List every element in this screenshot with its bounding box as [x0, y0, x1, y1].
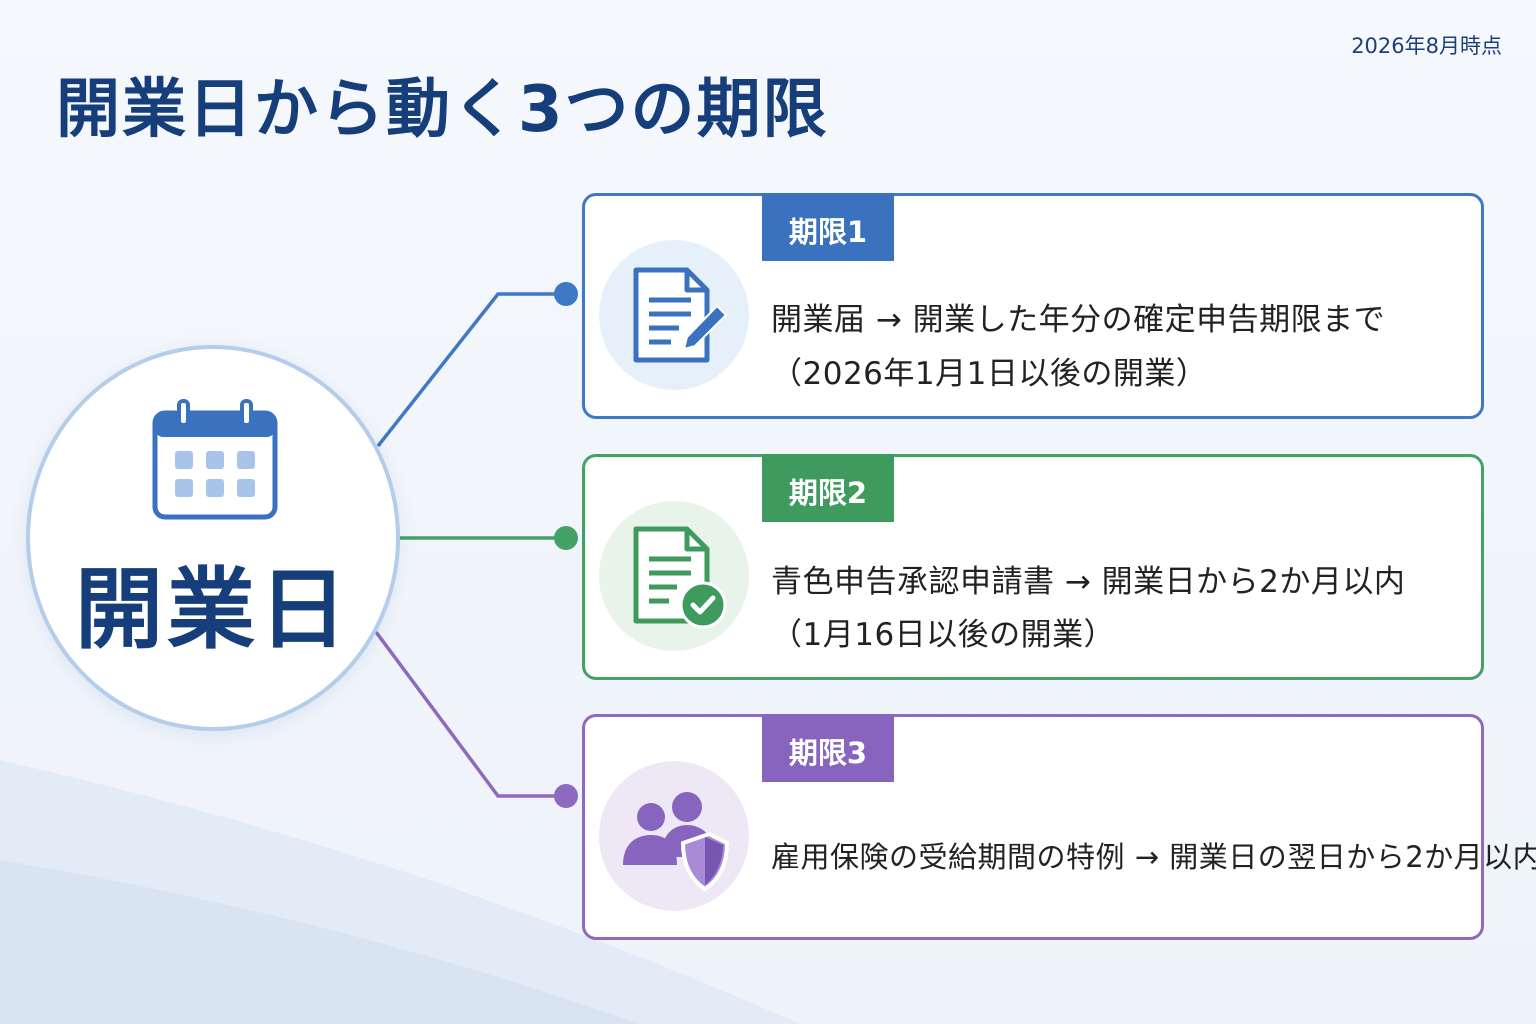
deadline-card-1: 期限1 開業届 → 開業した年分の確定申告期限まで （2026年1月1日以後の開… [582, 193, 1484, 419]
deadline-text-3: 雇用保険の受給期間の特例 → 開業日の翌日から2か月以内 [771, 840, 1536, 874]
deadline-note-1: （2026年1月1日以後の開業） [771, 356, 1208, 392]
deadline-tag-1: 期限1 [762, 193, 894, 261]
document-check-icon [633, 526, 727, 629]
connector-dot-1 [554, 282, 578, 306]
calendar-icon [152, 399, 278, 520]
connector-line-3 [374, 630, 566, 798]
people-shield-icon [623, 792, 730, 892]
date-stamp: 2026年8月時点 [1351, 34, 1502, 58]
connector-dot-2 [554, 526, 578, 550]
deadline-card-2: 期限2 青色申告承認申請書 → 開業日から2か月以内 （1月16日以後の開業） [582, 454, 1484, 680]
deadline-tag-2: 期限2 [762, 454, 894, 522]
page-title: 開業日から動く3つの期限 [56, 73, 829, 147]
deadline-icon-badge-1 [599, 240, 749, 390]
hub-label: 開業日 [74, 558, 351, 661]
connector-line-1 [376, 292, 566, 448]
deadline-tag-3: 期限3 [762, 714, 894, 782]
connector-dot-3 [554, 784, 578, 808]
start-date-hub: 開業日 [26, 345, 400, 731]
deadline-note-2: （1月16日以後の開業） [771, 617, 1116, 653]
deadline-card-3: 期限3 雇用保険の受給期間の特例 → 開業日の翌日から2か月以内 [582, 714, 1536, 940]
document-edit-icon [633, 267, 728, 363]
deadline-icon-badge-2 [599, 501, 749, 651]
deadline-icon-badge-3 [599, 761, 749, 911]
deadline-text-1: 開業届 → 開業した年分の確定申告期限まで [771, 302, 1386, 338]
deadline-text-2: 青色申告承認申請書 → 開業日から2か月以内 [771, 564, 1406, 600]
